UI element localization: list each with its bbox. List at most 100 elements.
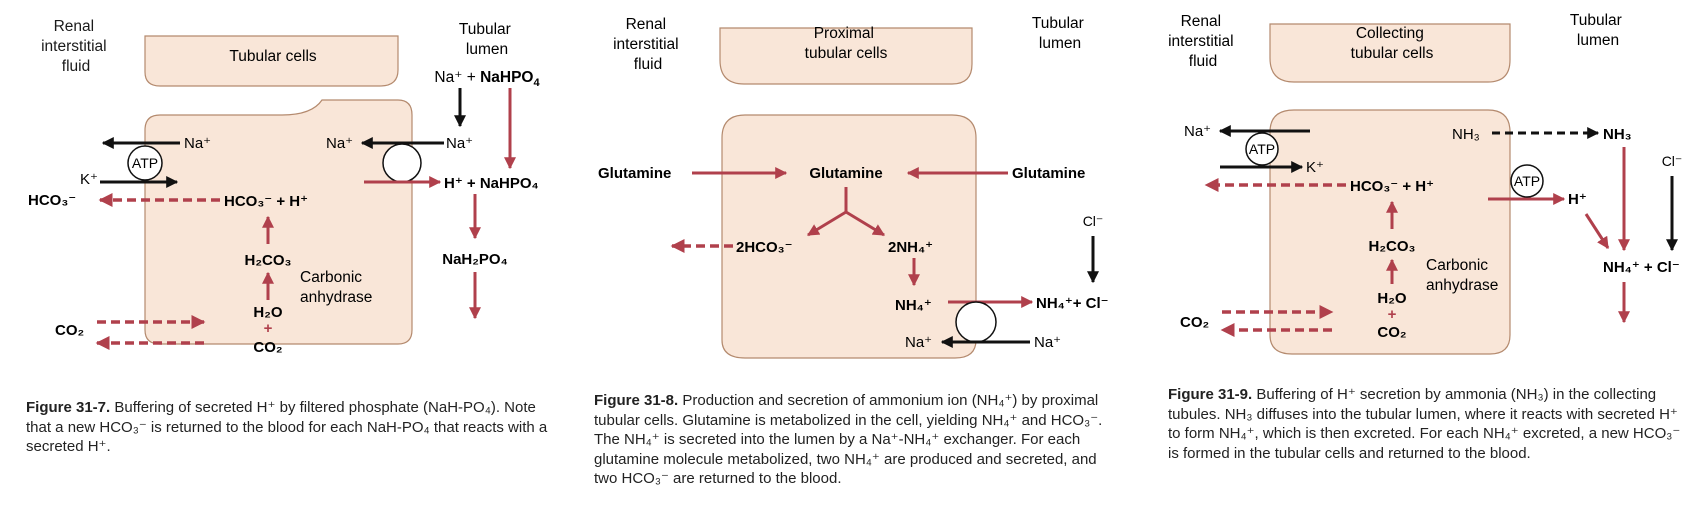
glutamine-cell-label: Glutamine bbox=[809, 165, 882, 182]
carbonic-anhydrase-line1: Carbonic bbox=[300, 269, 362, 286]
na-h-exchanger bbox=[382, 143, 422, 183]
caption-31-8-text: Production and secretion of ammonium ion… bbox=[594, 392, 1103, 487]
cells-label-line2: tubular cells bbox=[805, 45, 888, 62]
renal-label-line3: fluid bbox=[634, 56, 662, 73]
h-to-nh4-arrow bbox=[1584, 213, 1610, 250]
cells-label-line2: tubular cells bbox=[1351, 45, 1434, 62]
glutamine-right-label: Glutamine bbox=[1012, 165, 1085, 182]
hco3-h-label: HCO₃⁻ + H⁺ bbox=[1350, 178, 1434, 195]
lumen-label-line2: lumen bbox=[1577, 32, 1619, 49]
lumen-nahpo4: NaHPO bbox=[480, 69, 533, 86]
figure-31-7: Renal interstitial fluid Tubular cells T… bbox=[28, 18, 540, 356]
svg-text:Renal interstitial: Renal interstitial fluid bbox=[41, 18, 111, 75]
svg-text:Renal interstitial: Renal interstitial fluid bbox=[613, 16, 683, 73]
proximal-cell-top bbox=[719, 27, 973, 85]
tubular-cells-label: Tubular cells bbox=[229, 48, 317, 65]
figure-31-9: Renal interstitial fluid Collecting tubu… bbox=[1168, 12, 1683, 355]
co2-cell-label: CO₂ bbox=[1377, 324, 1406, 341]
nh3-lumen-label: NH₃ bbox=[1603, 126, 1632, 143]
k-label: K⁺ bbox=[1306, 159, 1324, 176]
figure-31-8: Renal interstitial fluid Proximal tubula… bbox=[598, 15, 1109, 359]
na-label: Na⁺ bbox=[1184, 123, 1211, 140]
svg-text:Proximal tubular cells: Proximal tubular cells bbox=[805, 25, 888, 62]
split-to-hco3-arrow bbox=[806, 210, 847, 237]
renal-label-line2: interstitial bbox=[613, 36, 678, 53]
lumen-nahpo4-sub: 4 bbox=[533, 77, 540, 89]
lumen-label-line1: Tubular bbox=[1570, 12, 1622, 29]
svg-text:Na⁺ + NaHPO4: Na⁺ + NaHPO4 bbox=[434, 69, 540, 89]
collecting-cell-top bbox=[1269, 23, 1511, 83]
na-nh4-exchanger bbox=[955, 301, 997, 343]
svg-text:Tubular lumen: Tubular lumen bbox=[459, 21, 515, 58]
h2co3-label: H₂CO₃ bbox=[245, 252, 292, 269]
caption-31-9-label: Figure 31-9. bbox=[1168, 386, 1253, 403]
na-left-label: Na⁺ bbox=[184, 135, 211, 152]
carbonic-anhydrase-line2: anhydrase bbox=[1426, 277, 1498, 294]
lumen-na: Na⁺ + bbox=[434, 69, 480, 86]
h2o-label: H₂O bbox=[253, 304, 282, 321]
split-to-nh4-arrow bbox=[845, 210, 886, 237]
renal-label-line3: fluid bbox=[1189, 53, 1217, 70]
na-lumen-label: Na⁺ bbox=[446, 135, 473, 152]
co2-left-label: CO₂ bbox=[55, 322, 84, 339]
na-cell-label: Na⁺ bbox=[326, 135, 353, 152]
nh4-2-label: 2NH₄⁺ bbox=[888, 239, 933, 256]
renal-label-line1: Renal bbox=[1181, 13, 1222, 30]
svg-text:Tubular lumen: Tubular lumen bbox=[1570, 12, 1626, 49]
lumen-label-line1: Tubular bbox=[1032, 15, 1084, 32]
cells-label-line1: Collecting bbox=[1356, 25, 1424, 42]
atp-pump-left bbox=[1245, 132, 1279, 166]
nh3-cell-label: NH₃ bbox=[1452, 126, 1480, 143]
atp-right-label: ATP bbox=[1514, 173, 1540, 189]
lumen-label-line1: Tubular bbox=[459, 21, 511, 38]
renal-label-line3: fluid bbox=[62, 58, 90, 75]
h-nahpo4-label: H⁺ + NaHPO₄ bbox=[444, 175, 539, 192]
cells-label-line1: Proximal bbox=[814, 25, 874, 42]
renal-label-line1: Renal bbox=[626, 16, 667, 33]
tubular-cell-top bbox=[144, 35, 399, 87]
caption-31-9: Figure 31-9. Buffering of H⁺ secretion b… bbox=[1168, 385, 1688, 463]
renal-label-line2: interstitial bbox=[41, 38, 106, 55]
svg-text:Carbonic anhydrase: Carbonic anhydrase bbox=[1426, 257, 1498, 294]
renal-label-line2: interstitial bbox=[1168, 33, 1233, 50]
caption-31-8: Figure 31-8. Production and secretion of… bbox=[594, 391, 1114, 489]
atp-pump bbox=[127, 145, 163, 181]
lumen-label-line2: lumen bbox=[1039, 35, 1081, 52]
hco3-left-label: HCO₃⁻ bbox=[28, 192, 76, 209]
h-label: H⁺ bbox=[1568, 191, 1587, 208]
caption-31-7-label: Figure 31-7. bbox=[26, 399, 111, 416]
caption-31-7-text: Buffering of secreted H⁺ by filtered pho… bbox=[26, 399, 548, 455]
svg-text:Tubular lumen: Tubular lumen bbox=[1032, 15, 1088, 52]
renal-label-line1: Renal bbox=[54, 18, 95, 35]
na-lumen-label: Na⁺ bbox=[1034, 334, 1061, 351]
nh4-cell-label: NH₄⁺ bbox=[895, 297, 932, 314]
svg-text:Collecting tubular cells: Collecting tubular cells bbox=[1351, 25, 1434, 62]
co2-left-label: CO₂ bbox=[1180, 314, 1209, 331]
proximal-cell-body bbox=[721, 114, 977, 359]
hco3-h-label: HCO₃⁻ + H⁺ bbox=[224, 193, 308, 210]
plus-sign: + bbox=[1388, 306, 1397, 323]
atp-left-label: ATP bbox=[1249, 141, 1275, 157]
plus-sign: + bbox=[264, 320, 273, 337]
nah2po4-label: NaH₂PO₄ bbox=[442, 251, 508, 268]
caption-31-9-text: Buffering of H⁺ secretion by ammonia (NH… bbox=[1168, 386, 1681, 462]
glutamine-left-label: Glutamine bbox=[598, 165, 671, 182]
collecting-cell-body bbox=[1269, 109, 1511, 355]
na-cell-label: Na⁺ bbox=[905, 334, 932, 351]
k-left-label: K⁺ bbox=[80, 171, 98, 188]
caption-31-8-label: Figure 31-8. bbox=[594, 392, 679, 409]
atp-pump-right bbox=[1510, 164, 1544, 198]
carbonic-anhydrase-line1: Carbonic bbox=[1426, 257, 1488, 274]
atp-label: ATP bbox=[132, 155, 158, 171]
co2-cell-label: CO₂ bbox=[253, 339, 282, 356]
nh4-cl-label: NH₄⁺+ Cl⁻ bbox=[1036, 295, 1109, 312]
nh4-cl-label: NH₄⁺ + Cl⁻ bbox=[1603, 259, 1680, 276]
svg-text:Carbonic anhydrase: Carbonic anhydrase bbox=[300, 269, 372, 306]
hco3-2-label: 2HCO₃⁻ bbox=[736, 239, 793, 256]
svg-text:Renal interstitial: Renal interstitial fluid bbox=[1168, 13, 1238, 70]
h2o-label: H₂O bbox=[1377, 290, 1406, 307]
cl-label: Cl⁻ bbox=[1662, 153, 1683, 169]
carbonic-anhydrase-line2: anhydrase bbox=[300, 289, 372, 306]
h2co3-label: H₂CO₃ bbox=[1369, 238, 1416, 255]
